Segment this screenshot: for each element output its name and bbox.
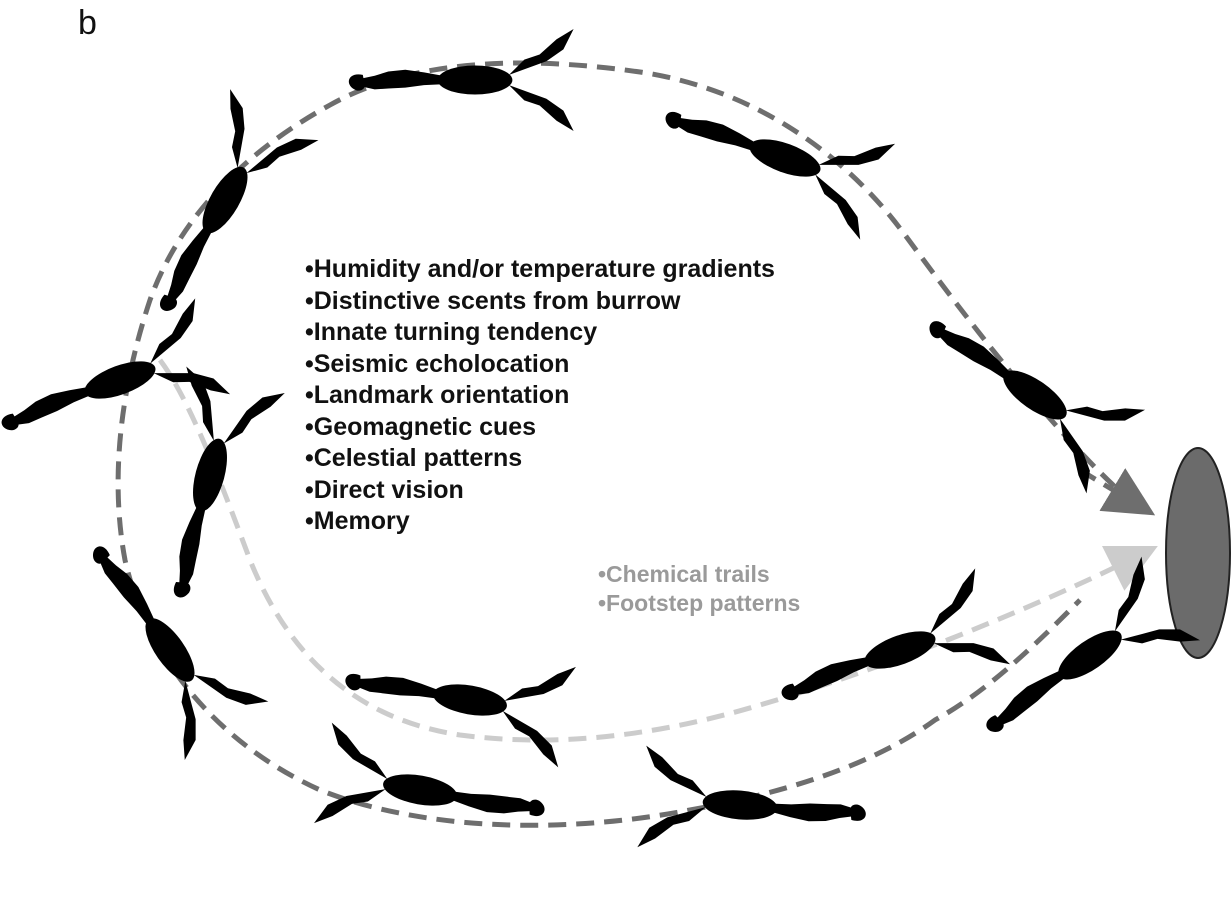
navigation-cue-list: •Humidity and/or temperature gradients •… bbox=[305, 254, 775, 538]
cue-item: •Seismic echolocation bbox=[305, 349, 775, 381]
trail-cue-list: •Chemical trails •Footstep patterns bbox=[598, 560, 800, 618]
scorpion-icon bbox=[902, 281, 1145, 493]
cue-item: •Celestial patterns bbox=[305, 443, 775, 475]
scorpion-icon bbox=[337, 628, 576, 767]
scorpion-icon bbox=[314, 723, 553, 862]
scorpion-icon bbox=[118, 89, 319, 335]
scorpion-icon bbox=[128, 367, 285, 610]
cue-item: •Memory bbox=[305, 506, 775, 538]
panel-label: b bbox=[78, 4, 97, 43]
scorpion-icon bbox=[649, 67, 895, 240]
scorpion-icon bbox=[349, 29, 574, 131]
cue-item: •Innate turning tendency bbox=[305, 317, 775, 349]
trail-cue-item: •Footstep patterns bbox=[598, 589, 800, 618]
cue-item: •Geomagnetic cues bbox=[305, 412, 775, 444]
cue-item: •Humidity and/or temperature gradients bbox=[305, 254, 775, 286]
scorpion-icon bbox=[56, 517, 268, 760]
scorpion-icon bbox=[637, 746, 870, 867]
cue-item: •Distinctive scents from burrow bbox=[305, 286, 775, 318]
cue-item: •Direct vision bbox=[305, 475, 775, 507]
scorpion-icon bbox=[957, 557, 1200, 769]
cue-item: •Landmark orientation bbox=[305, 380, 775, 412]
burrow-icon bbox=[1166, 448, 1230, 658]
trail-cue-item: •Chemical trails bbox=[598, 560, 800, 589]
scorpion-icon bbox=[764, 568, 1010, 741]
